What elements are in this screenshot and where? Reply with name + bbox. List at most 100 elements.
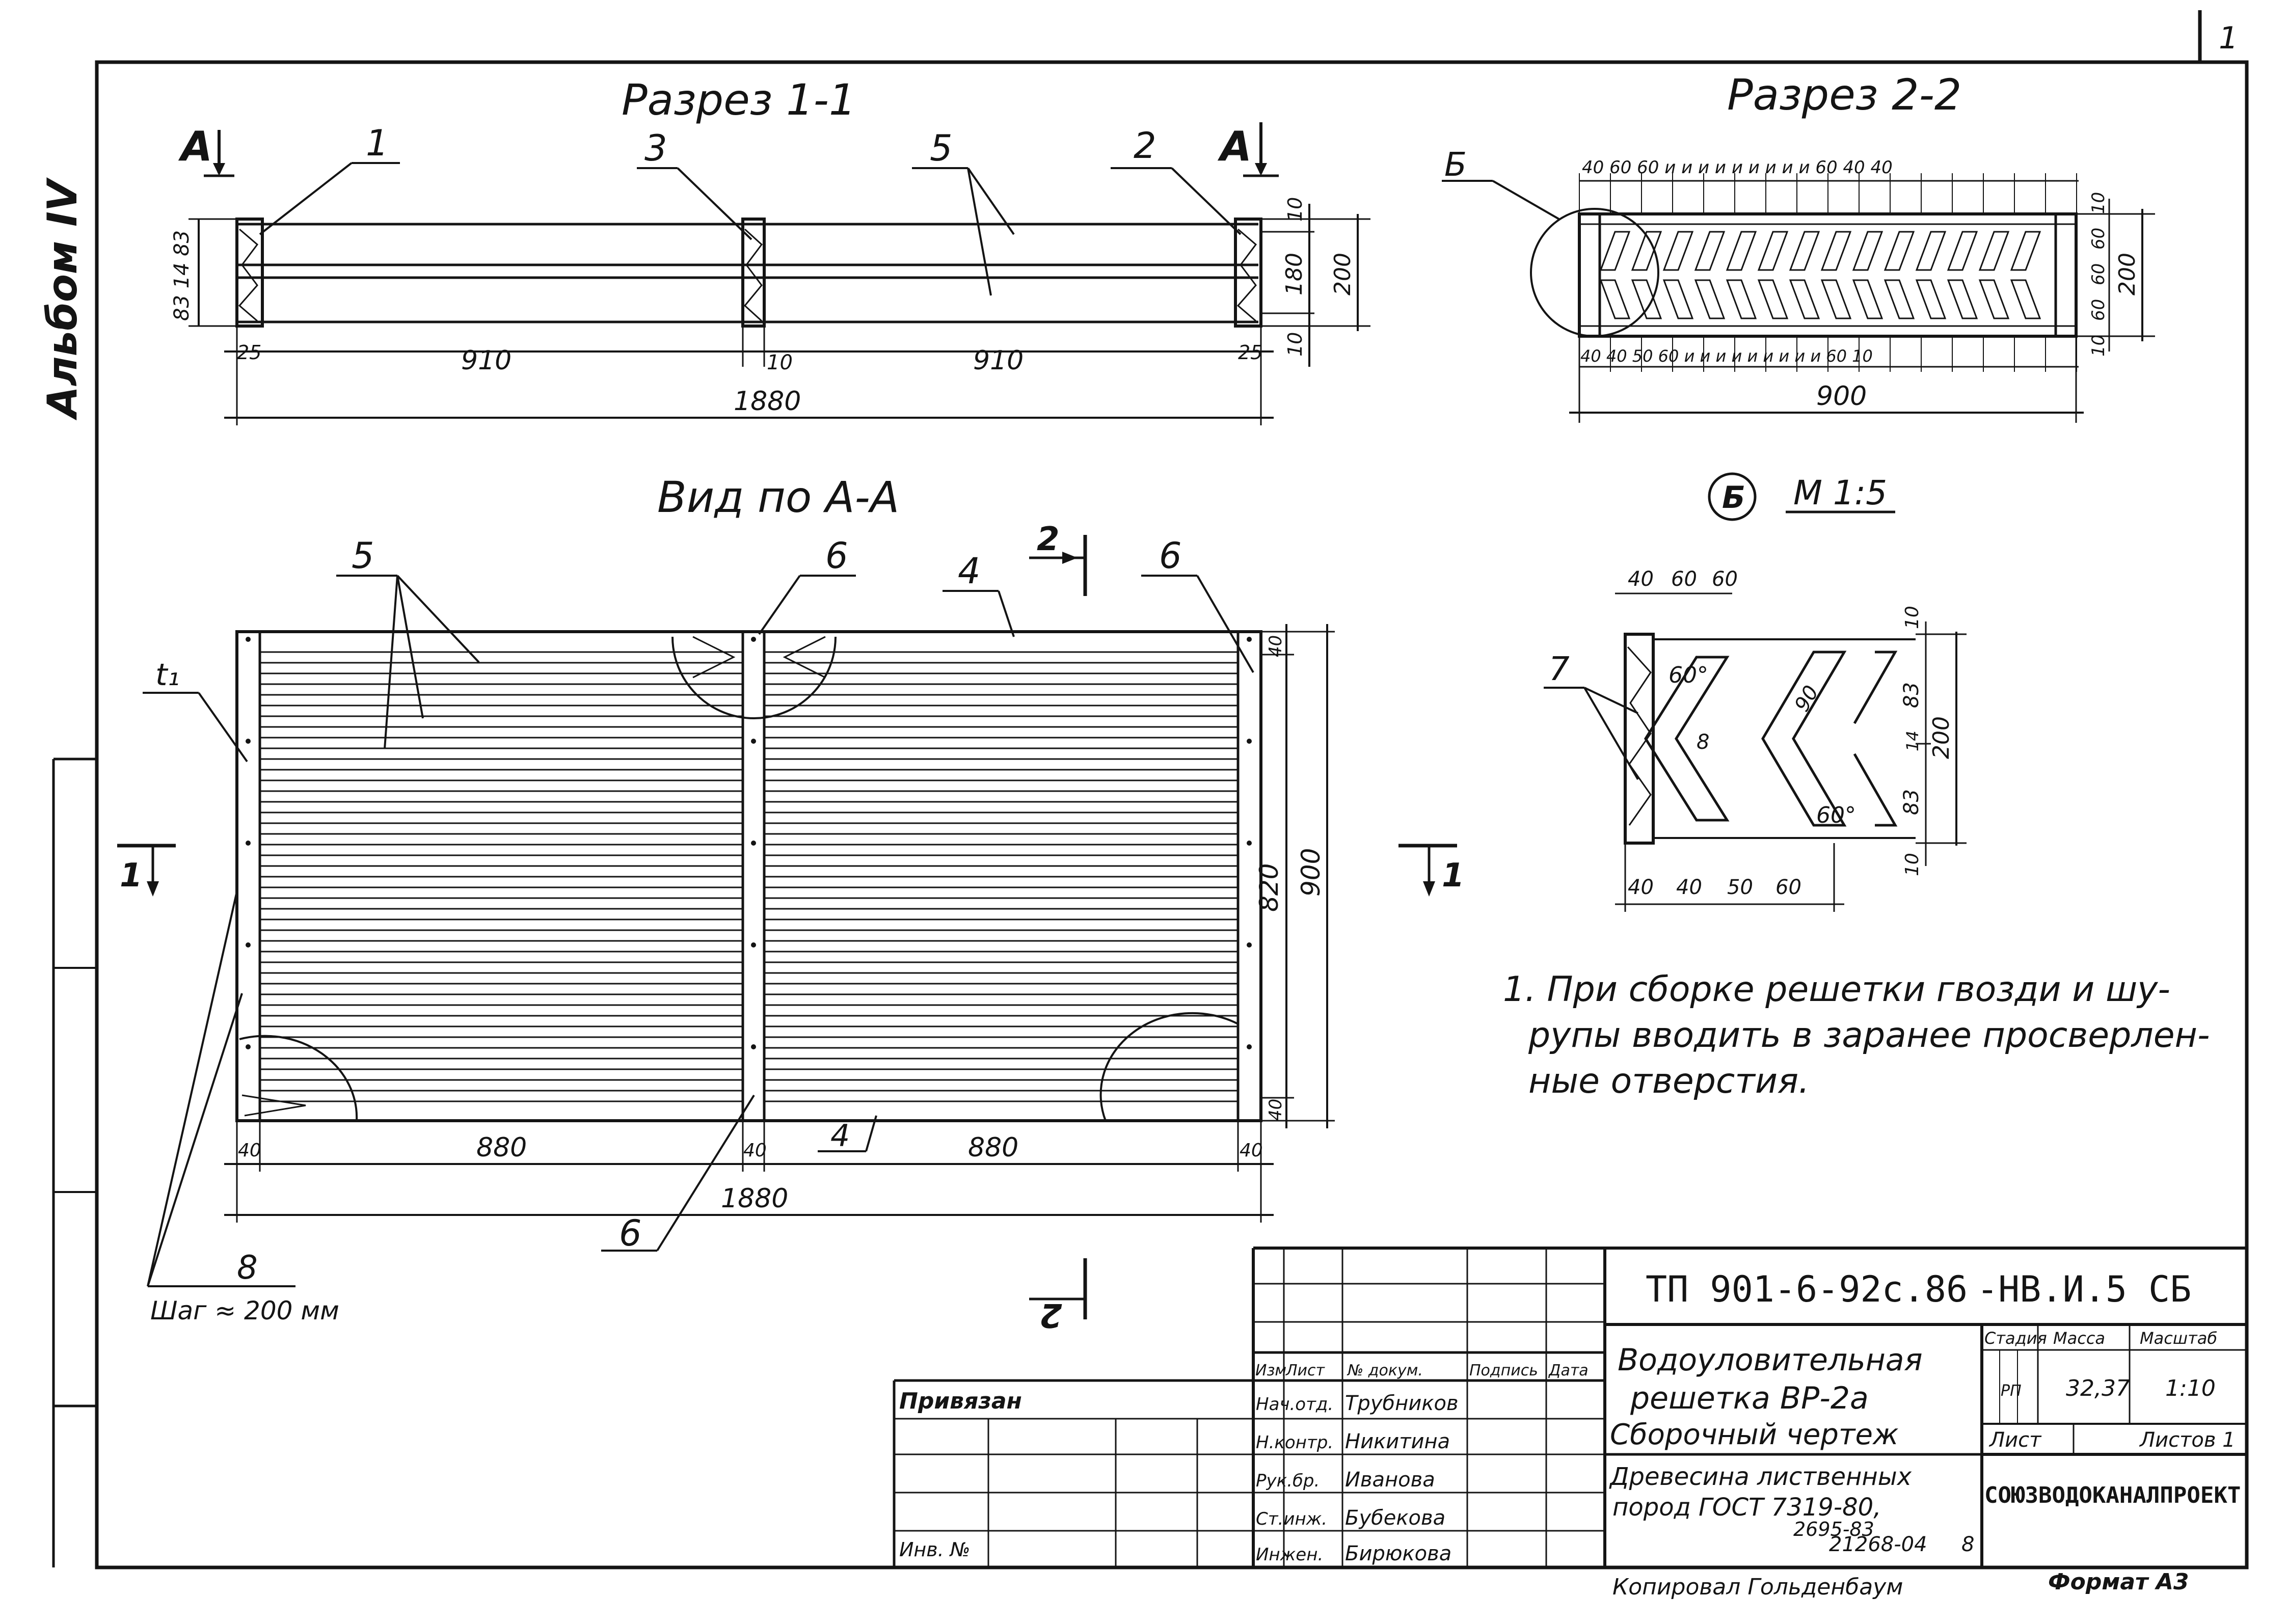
nail-hole [751,637,756,642]
chevron-slat-upper [1852,231,1884,271]
chevron-slat-upper [1599,231,1631,271]
tb-col-dokum: № докум. [1347,1362,1423,1379]
tb-scale-header: Масштаб [2140,1329,2217,1348]
db-total-height: 200 [1928,716,1954,759]
s1-dim-r-10-top: 10 [1284,197,1306,222]
db-bot-40-b: 40 [1676,876,1702,899]
db-r-14: 14 [1903,730,1922,751]
chevron-slat-lower [1757,279,1789,319]
pv-callout-5: 5 [352,535,374,577]
nail-hole [246,1044,251,1049]
pv-dim-880-b: 880 [968,1132,1018,1163]
sheet-mark: 1 [2219,20,2238,56]
s1-dim-910-right: 910 [973,345,1024,376]
cut-mark-a-left: А [178,123,212,170]
plan-view-title: Вид по А-А [657,472,899,522]
plan-nail-holes [246,637,1252,1049]
s1-dim-r-10-bot: 10 [1284,332,1306,357]
pv-cut-1-right: 1 [1442,857,1465,895]
nail-hole [751,841,756,846]
note-line-1: 1. При сборке решетки гвозди и шу- [1503,969,2170,1010]
note-line-3: ные отверстия. [1528,1061,1810,1101]
tb-mass-header: Масса [2053,1329,2105,1348]
tb-doc-code: ТП 901-6-92с.86 [1646,1268,1968,1310]
chevron-slat-upper [1915,231,1947,271]
chevron-slat-lower [1915,279,1947,319]
tb-person-name: Трубников [1345,1392,1459,1415]
pv-callout-4-top: 4 [958,550,981,592]
s1-dim-25-right: 25 [1238,341,1262,364]
tb-copied-by: Копировал Гольденбаум [1612,1574,1903,1600]
tb-privyazan: Привязан [899,1388,1022,1414]
db-r-10-top: 10 [1902,606,1923,629]
s1-dim-10: 10 [767,351,793,374]
s2-r-60-c: 60 [2088,299,2109,321]
chevron-slat-upper [1631,231,1662,271]
plan-slats [260,651,1238,1102]
pv-dim-40-c: 40 [1240,1140,1263,1161]
s1-dim-r-180: 180 [1281,253,1307,295]
pv-callout-6-mid: 6 [825,535,848,577]
s2-r-60-b: 60 [2088,263,2109,285]
chevron-slat-lower [1884,279,1915,319]
tb-organization: СОЮЗВОДОКАНАЛПРОЕКТ [1984,1482,2241,1508]
tb-name-1: Водоуловительная [1618,1342,1923,1378]
callout-3: 3 [644,127,667,169]
nail-hole [246,637,251,642]
db-angle-2: 60° [1816,802,1856,828]
tb-person-name: Никитина [1345,1430,1450,1453]
pv-dim-880-a: 880 [476,1132,527,1163]
pv-callout-6-right: 6 [1159,535,1182,577]
chevron-slat-upper [1947,231,1978,271]
tb-person-name: Бубекова [1345,1506,1445,1530]
note-line-2: рупы вводить в заранее просверлен- [1528,1015,2210,1055]
tb-material-3: 2695-83 [1793,1518,1874,1540]
nail-hole [1247,637,1252,642]
tb-doc-suffix: -НВ.И.5 СБ [1977,1268,2191,1310]
chevron-slat-lower [1789,279,1820,319]
pv-r-40-top: 40 [1266,635,1286,657]
pv-cut-2-top: 2 [1037,521,1060,558]
chevron-slat-lower [2010,279,2041,319]
tb-person-role: Н.контр. [1256,1432,1333,1453]
nail-hole [751,1044,756,1049]
cut-mark-a-right: А [1217,123,1252,170]
tb-person-name: Бирюкова [1345,1542,1451,1565]
nail-hole [246,942,251,948]
chevron-slat-upper [1757,231,1789,271]
s2-r-60-a: 60 [2088,228,2109,250]
s2-width: 900 [1816,381,1867,412]
chevron-slat-lower [1631,279,1662,319]
chevron-slat-lower [1599,279,1631,319]
db-r-83-b: 83 [1900,789,1923,815]
pv-r-820: 820 [1254,863,1284,912]
tb-sheets-label: Листов 1 [2139,1428,2236,1452]
section-1-1: Разрез 1-1 А А 1 3 5 2 [170,75,1370,425]
chevron-slat-lower [1947,279,1978,319]
s1-total-height: 200 [1330,253,1356,295]
chevron-slat-lower [1726,279,1757,319]
tb-format: Формат А3 [2048,1569,2189,1595]
nail-hole [1247,1044,1252,1049]
tb-col-data: Дата [1548,1362,1589,1379]
tb-col-list: Лист [1285,1362,1326,1379]
tb-mass: 32,37 [2066,1375,2130,1401]
pv-dim-40-a: 40 [238,1140,261,1161]
db-top-60-b: 60 [1712,567,1738,591]
tb-archive-no: 21268-04 [1829,1533,1927,1556]
tb-stage-header: Стадия [1984,1329,2047,1348]
chevron-slat-lower [1662,279,1694,319]
tb-col-izm: Изм [1255,1362,1286,1379]
nail-hole [1247,841,1252,846]
tb-person-role: Ст.инж. [1256,1509,1327,1529]
chevron-slat-upper [1820,231,1852,271]
pv-overall: 1880 [721,1183,788,1214]
pv-total-height: 900 [1296,848,1326,897]
nail-hole [246,739,251,744]
title-block: Изм Лист № докум. Подпись Дата Нач.отд.Т… [893,1247,2247,1600]
general-note: 1. При сборке решетки гвозди и шу- рупы … [1503,969,2210,1101]
db-inner-dim: 90 [1790,682,1823,716]
chevron-slat-lower [1694,279,1726,319]
plan-view: Вид по А-А 5 6 4 6 6 4 t₁ [117,472,1465,1334]
